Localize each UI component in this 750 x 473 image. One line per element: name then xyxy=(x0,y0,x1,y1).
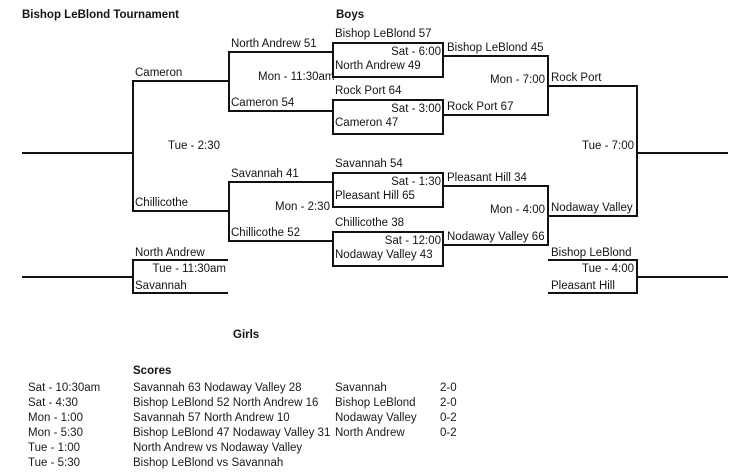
standing-team-2: Nodaway Valley xyxy=(335,412,417,424)
sf3-box xyxy=(332,172,444,208)
lower-final-connector xyxy=(547,185,549,246)
score-game-2: Savannah 57 North Andrew 10 xyxy=(133,412,290,424)
upper-final-winner: Rock Port xyxy=(551,72,602,84)
sf3-time: Sat - 1:30 xyxy=(391,176,441,188)
consolation-top-rule-upper xyxy=(132,259,228,261)
sf3-team-bottom: Pleasant Hill 65 xyxy=(335,190,415,202)
lower-final-winner: Nodaway Valley xyxy=(551,202,633,214)
bracket-stub-left-r1 xyxy=(22,152,133,154)
qf2-time: Mon - 2:30 xyxy=(275,201,330,213)
lower-final-rule-upper xyxy=(444,185,549,187)
standing-team-1: Bishop LeBlond xyxy=(335,397,416,409)
standing-record-2: 0-2 xyxy=(440,412,457,424)
sf2-box xyxy=(332,99,444,135)
bracket-connector-left-r1 xyxy=(132,80,134,212)
seed-label-cameron: Cameron xyxy=(135,67,183,79)
consolation-bottom-time: Tue - 4:00 xyxy=(582,263,634,275)
sf4-team-bottom: Nodaway Valley 43 xyxy=(335,249,433,261)
score-game-3: Bishop LeBlond 47 Nodaway Valley 31 xyxy=(133,427,331,439)
consolation-top-team-2: Savannah xyxy=(135,280,187,292)
lower-final-rule-lower xyxy=(444,244,549,246)
qf1-connector xyxy=(228,51,230,112)
page-title: Bishop LeBlond Tournament xyxy=(22,9,179,21)
qf2-team-top: Savannah 41 xyxy=(231,168,299,180)
qf1-time: Mon - 11:30am xyxy=(258,71,335,83)
standing-record-0: 2-0 xyxy=(440,382,457,394)
sf4-box xyxy=(332,231,444,267)
upper-final-rule-lower xyxy=(444,114,549,116)
upper-final-time: Mon - 7:00 xyxy=(490,74,545,86)
qf1-team-top: North Andrew 51 xyxy=(231,38,317,50)
sf4-team-top: Chillicothe 38 xyxy=(335,217,405,229)
qf1-team-bottom: Cameron 54 xyxy=(231,97,295,109)
boys-section-label: Boys xyxy=(336,9,365,21)
score-game-4: North Andrew vs Nodaway Valley xyxy=(133,442,303,454)
consolation-top-connector xyxy=(132,259,134,294)
upper-final-connector xyxy=(547,55,549,116)
upper-final-rule-upper xyxy=(444,55,549,57)
qf1-rule-lower xyxy=(228,110,333,112)
score-time-4: Tue - 1:00 xyxy=(28,442,80,454)
sf1-team-top: Bishop LeBlond 57 xyxy=(335,28,432,40)
standing-team-0: Savannah xyxy=(335,382,387,394)
standing-record-3: 0-2 xyxy=(440,427,457,439)
consolation-bottom-rule-upper xyxy=(548,259,638,261)
championship-stub xyxy=(637,152,728,154)
lower-final-time: Mon - 4:00 xyxy=(490,204,545,216)
sf2-team-bottom: Cameron 47 xyxy=(335,117,399,129)
consolation-bottom-rule-lower xyxy=(548,292,638,294)
sf1-team-bottom: North Andrew 49 xyxy=(335,60,421,72)
sf2-winner: Rock Port 67 xyxy=(447,101,514,113)
consolation-top-rule-lower xyxy=(132,292,228,294)
score-game-5: Bishop LeBlond vs Savannah xyxy=(133,457,284,469)
championship-rule-upper xyxy=(549,85,638,87)
championship-rule-lower xyxy=(549,215,638,217)
consolation-bottom-stub xyxy=(637,276,728,278)
qf2-connector xyxy=(228,181,230,242)
score-game-1: Bishop LeBlond 52 North Andrew 16 xyxy=(133,397,319,409)
score-time-2: Mon - 1:00 xyxy=(28,412,83,424)
qf2-team-bottom: Chillicothe 52 xyxy=(231,227,301,239)
bracket-rule-cameron xyxy=(132,80,228,82)
sf1-winner: Bishop LeBlond 45 xyxy=(447,42,544,54)
seed-label-chillicothe: Chillicothe xyxy=(135,197,189,209)
sf4-time: Sat - 12:00 xyxy=(384,235,441,247)
score-time-1: Sat - 4:30 xyxy=(28,397,78,409)
standing-record-1: 2-0 xyxy=(440,397,457,409)
sf1-time: Sat - 6:00 xyxy=(391,46,441,58)
consolation-top-time: Tue - 11:30am xyxy=(152,263,226,275)
scores-heading: Scores xyxy=(133,365,172,377)
standing-team-3: North Andrew xyxy=(335,427,405,439)
sf2-time: Sat - 3:00 xyxy=(391,103,441,115)
sf2-team-top: Rock Port 64 xyxy=(335,85,402,97)
match-time-r1: Tue - 2:30 xyxy=(168,140,220,152)
qf2-rule-lower xyxy=(228,240,333,242)
girls-section-label: Girls xyxy=(233,329,260,341)
score-game-0: Savannah 63 Nodaway Valley 28 xyxy=(133,382,302,394)
sf1-box xyxy=(332,42,444,78)
score-time-0: Sat - 10:30am xyxy=(28,382,101,394)
consolation-bottom-team-2: Pleasant Hill xyxy=(551,280,615,292)
championship-time: Tue - 7:00 xyxy=(582,140,634,152)
qf1-rule-upper xyxy=(228,51,333,53)
consolation-top-team-1: North Andrew xyxy=(135,247,205,259)
score-time-5: Tue - 5:30 xyxy=(28,457,80,469)
championship-connector xyxy=(636,85,638,217)
sf3-winner: Pleasant Hill 34 xyxy=(447,172,527,184)
consolation-bottom-team-1: Bishop LeBlond xyxy=(551,247,632,259)
bracket-rule-chillicothe xyxy=(132,210,228,212)
sf4-winner: Nodaway Valley 66 xyxy=(447,231,545,243)
consolation-top-stub xyxy=(22,276,133,278)
qf2-rule-upper xyxy=(228,181,333,183)
sf3-team-top: Savannah 54 xyxy=(335,158,403,170)
score-time-3: Mon - 5:30 xyxy=(28,427,83,439)
